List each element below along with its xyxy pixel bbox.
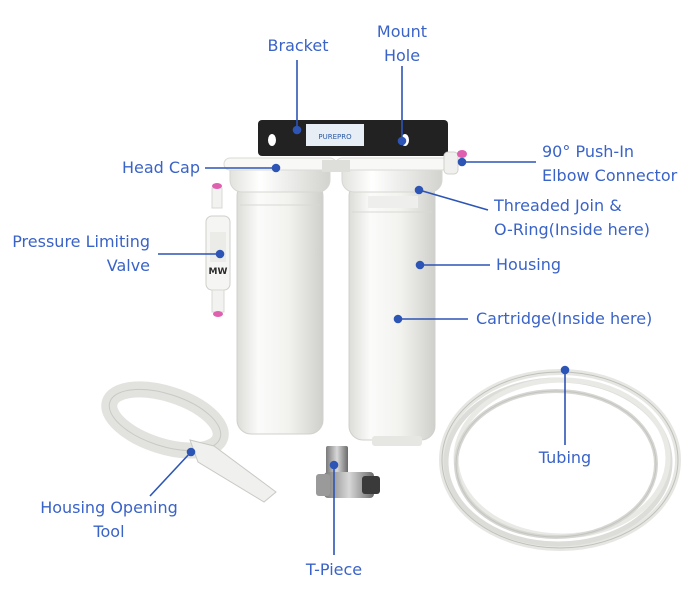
label-cartridge: Cartridge(Inside here) [476, 309, 653, 328]
dot-tpiece [329, 460, 339, 470]
label-mount-hole: Mount Hole [362, 20, 442, 68]
dot-tubing [560, 365, 570, 375]
label-mount-hole-line1: Mount [376, 22, 428, 41]
label-threaded-join: Threaded Join & O-Ring(Inside here) [494, 194, 650, 242]
dot-threaded [414, 185, 424, 195]
dot-tool [186, 447, 196, 457]
leader-tool [149, 451, 192, 497]
label-tubing: Tubing [538, 448, 592, 467]
pressure-limiting-valve: MW [205, 183, 231, 317]
left-filter-housing [223, 157, 337, 435]
t-piece [316, 446, 380, 498]
label-threaded-line1: Threaded Join & [494, 196, 622, 215]
label-elbow-line2: Elbow Connector [542, 166, 678, 185]
dot-pressure [215, 249, 225, 259]
elbow-connector [443, 150, 467, 175]
label-pressure-valve: Pressure Limiting Valve [0, 230, 150, 278]
housing-opening-tool [101, 381, 277, 503]
label-head-cap: Head Cap [121, 158, 200, 177]
label-housing-tool: Housing Opening Tool [28, 496, 190, 544]
right-filter-housing [335, 157, 449, 446]
valve-brand-text: MW [209, 267, 228, 277]
label-bracket: Bracket [267, 36, 329, 55]
bracket-brand-text: PUREPRO [318, 133, 352, 141]
label-pressure-line2: Valve [106, 256, 150, 275]
bracket: PUREPRO [258, 120, 448, 156]
dot-head-cap [271, 163, 281, 173]
label-threaded-line2: O-Ring(Inside here) [494, 220, 650, 239]
label-mount-hole-line2: Hole [383, 46, 421, 65]
dot-cartridge [393, 314, 403, 324]
tubing-coil [439, 369, 681, 551]
label-pressure-line1: Pressure Limiting [12, 232, 150, 251]
dot-bracket [292, 125, 302, 135]
dot-elbow [457, 157, 467, 167]
label-tool-line2: Tool [93, 522, 125, 541]
label-t-piece: T-Piece [305, 560, 363, 579]
label-elbow-line1: 90° Push-In [542, 142, 635, 161]
dot-mount-hole [397, 136, 407, 146]
leader-threaded [418, 189, 489, 211]
leader-lines [149, 60, 570, 555]
label-elbow-connector: 90° Push-In Elbow Connector [542, 140, 677, 188]
mount-hole-left [268, 134, 276, 146]
label-tool-line1: Housing Opening [40, 498, 178, 517]
dot-housing [415, 260, 425, 270]
label-housing: Housing [496, 255, 562, 274]
head-connector [322, 160, 350, 172]
